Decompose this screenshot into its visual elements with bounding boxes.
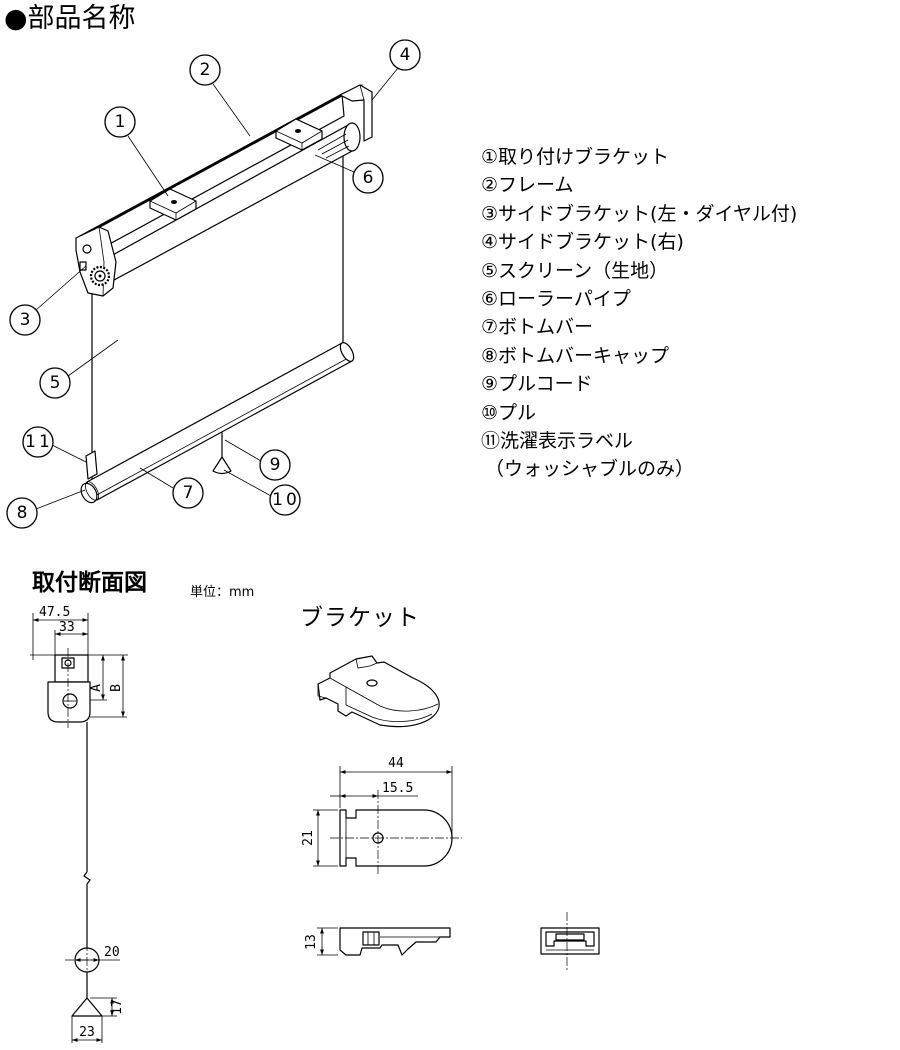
svg-text:8: 8 xyxy=(17,503,28,523)
svg-text:2: 2 xyxy=(200,60,211,80)
svg-text:1: 1 xyxy=(115,112,126,132)
dim-pull-height: 17 xyxy=(110,999,125,1015)
washing-label-tag xyxy=(85,450,98,480)
section-view: 47.5 33 A B xyxy=(30,605,128,1043)
dim-bracket-length: 44 xyxy=(388,756,404,771)
bracket-title: ブラケット xyxy=(300,605,420,631)
parts-list-item: ④サイドブラケット(右) xyxy=(481,231,684,254)
side-bracket-left xyxy=(75,226,117,297)
svg-text:5: 5 xyxy=(50,373,61,393)
unit-label: 単位：mm xyxy=(190,585,255,600)
callout-leaders xyxy=(35,67,399,510)
bracket-plan-view: 44 15.5 21 xyxy=(301,756,462,874)
svg-text:3: 3 xyxy=(20,310,31,330)
svg-text:7: 7 xyxy=(183,483,194,503)
callout-4: 4 xyxy=(389,39,421,71)
dim-a: A xyxy=(89,684,104,692)
svg-text:6: 6 xyxy=(363,168,374,188)
mount-bracket xyxy=(275,118,323,151)
callout-9: 9 xyxy=(259,449,291,481)
svg-text:9: 9 xyxy=(270,455,281,475)
bottom-bar-cap xyxy=(80,481,100,504)
bracket-hole xyxy=(82,244,92,254)
parts-list-item: ⑪洗濯表示ラベル xyxy=(481,429,634,452)
dim-bottom-bar: 20 xyxy=(104,945,120,960)
dim-pull-width: 23 xyxy=(79,1025,95,1040)
callout-10: 10 xyxy=(269,484,301,516)
parts-list: ①取り付けブラケット ②フレーム ③サイドブラケット(左・ダイヤル付) ④サイド… xyxy=(481,143,797,484)
dim-bracket-width: 21 xyxy=(301,830,316,846)
bracket-side-view: 13 xyxy=(304,927,451,956)
callout-7: 7 xyxy=(172,477,204,509)
section-pull xyxy=(71,997,103,1017)
callout-2: 2 xyxy=(189,54,221,86)
parts-list-note: （ウォッシャブルのみ） xyxy=(485,458,695,481)
parts-list-item: ②フレーム xyxy=(481,174,574,197)
bottom-bar xyxy=(86,342,355,501)
side-bracket-right xyxy=(339,84,373,142)
parts-list-item: ⑤スクリーン（生地） xyxy=(481,259,669,282)
parts-list-item: ⑩プル xyxy=(481,401,537,424)
parts-list-item: ⑧ボトムバーキャップ xyxy=(481,344,670,367)
parts-list-item: ⑦ボトムバー xyxy=(481,316,594,339)
dial-gear-icon xyxy=(89,265,111,287)
break-mark xyxy=(83,871,91,885)
callout-8: 8 xyxy=(6,497,38,529)
section-view-title: 取付断面図 xyxy=(32,570,147,596)
parts-list-item: ①取り付けブラケット xyxy=(481,146,670,168)
bracket-end-view xyxy=(540,912,600,972)
dim-bracket-height: 13 xyxy=(304,934,319,950)
svg-text:11: 11 xyxy=(25,432,53,452)
callout-1: 1 xyxy=(104,106,136,138)
parts-list-item: ⑨プルコード xyxy=(481,373,593,396)
dim-inner-width: 33 xyxy=(59,620,75,635)
roll-screen-assembly xyxy=(75,84,373,504)
callout-5: 5 xyxy=(39,367,71,399)
screen-fabric xyxy=(91,151,344,480)
callout-11: 11 xyxy=(22,426,54,458)
svg-text:10: 10 xyxy=(272,490,300,510)
bracket-isometric-view xyxy=(317,655,440,728)
dim-b: B xyxy=(109,684,124,692)
dim-bracket-hole-offset: 15.5 xyxy=(382,781,413,796)
page-title: ●部品名称 xyxy=(4,3,136,34)
dim-outer-width: 47.5 xyxy=(39,605,70,620)
parts-list-item: ⑥ローラーパイプ xyxy=(481,287,631,310)
svg-text:4: 4 xyxy=(400,45,411,65)
parts-list-item: ③サイドブラケット(左・ダイヤル付) xyxy=(481,202,798,225)
mount-bracket xyxy=(149,188,197,221)
callout-3: 3 xyxy=(9,304,41,336)
pull-knob xyxy=(212,456,232,475)
callout-6: 6 xyxy=(352,162,384,194)
